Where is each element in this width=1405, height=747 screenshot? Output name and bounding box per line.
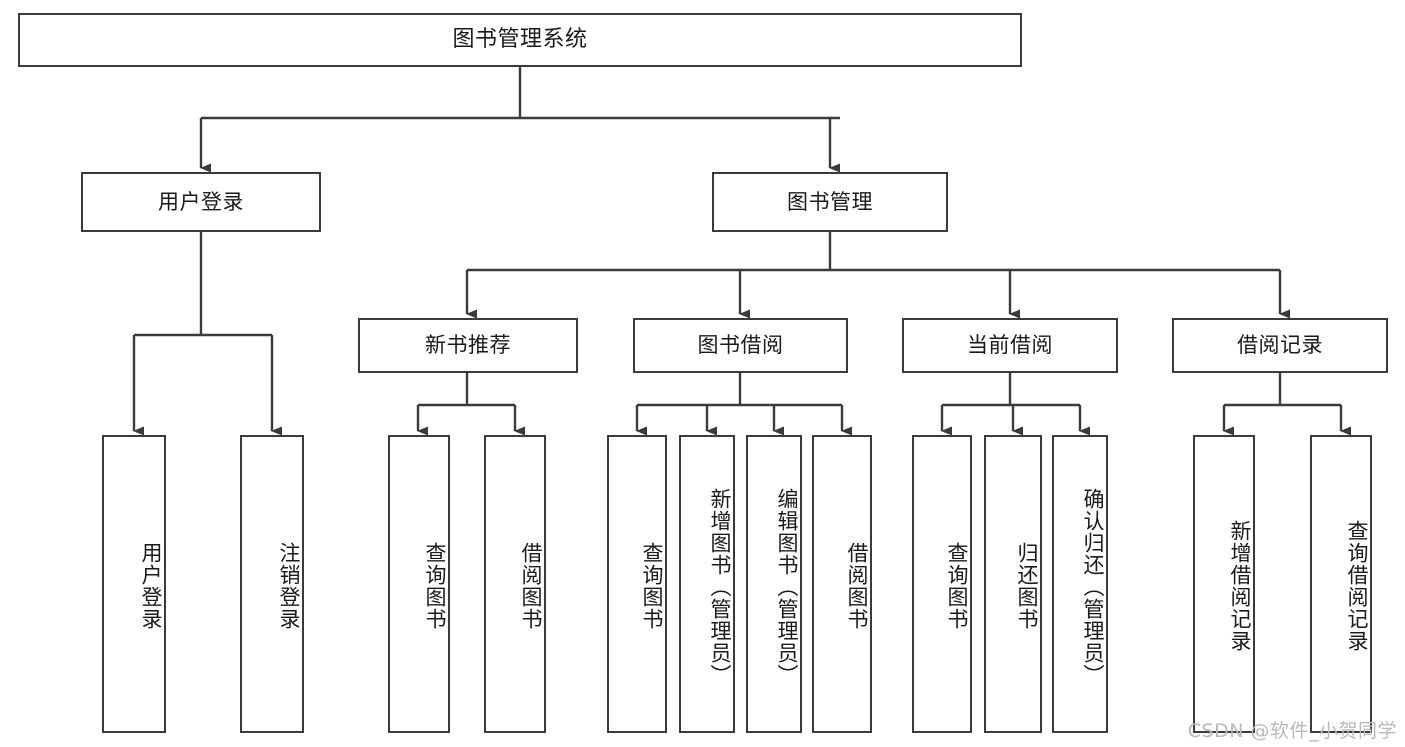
leaf-label: 借阅图书 — [519, 542, 543, 630]
leaf-label: 查询图书 — [640, 542, 664, 630]
leaf-label: 新增借阅记录 — [1228, 520, 1252, 652]
node-root-system[interactable]: 图书管理系统 — [18, 13, 1022, 67]
leaf-node[interactable]: 查询借阅记录 — [1310, 435, 1372, 733]
leaf-node[interactable]: 查询图书 — [912, 435, 972, 733]
leaf-label: 归还图书 — [1015, 542, 1039, 630]
leaf-label: 查询图书 — [423, 542, 447, 630]
leaf-node[interactable]: 查询图书 — [607, 435, 667, 733]
leaf-label: 查询图书 — [945, 542, 969, 630]
leaf-label: 借阅图书 — [845, 542, 869, 630]
node-book-borrow[interactable]: 图书借阅 — [633, 318, 848, 373]
leaf-label: 查询借阅记录 — [1345, 520, 1369, 652]
leaf-node[interactable]: 注销登录 — [240, 435, 304, 733]
node-current-borrow[interactable]: 当前借阅 — [902, 318, 1118, 373]
leaf-label: 注销登录 — [277, 542, 301, 630]
leaf-node[interactable]: 确认归还（管理员） — [1052, 435, 1108, 733]
leaf-node[interactable]: 查询图书 — [388, 435, 450, 733]
leaf-node[interactable]: 借阅图书 — [812, 435, 872, 733]
node-book-management[interactable]: 图书管理 — [712, 172, 948, 232]
node-borrow-records[interactable]: 借阅记录 — [1172, 318, 1388, 373]
leaf-node[interactable]: 借阅图书 — [484, 435, 546, 733]
node-user-login[interactable]: 用户登录 — [81, 172, 321, 232]
leaf-label: 确认归还（管理员） — [1081, 488, 1105, 686]
leaf-node[interactable]: 用户登录 — [102, 435, 166, 733]
leaf-label: 用户登录 — [139, 542, 163, 630]
leaf-node[interactable]: 新增借阅记录 — [1193, 435, 1255, 733]
leaf-label: 编辑图书（管理员） — [775, 488, 799, 686]
leaf-node[interactable]: 新增图书（管理员） — [679, 435, 735, 733]
leaf-node[interactable]: 编辑图书（管理员） — [746, 435, 802, 733]
leaf-node[interactable]: 归还图书 — [984, 435, 1042, 733]
csdn-watermark: CSDN @软件_小贺同学 — [1187, 720, 1397, 742]
leaf-label: 新增图书（管理员） — [708, 488, 732, 686]
node-new-book-recommend[interactable]: 新书推荐 — [358, 318, 578, 373]
